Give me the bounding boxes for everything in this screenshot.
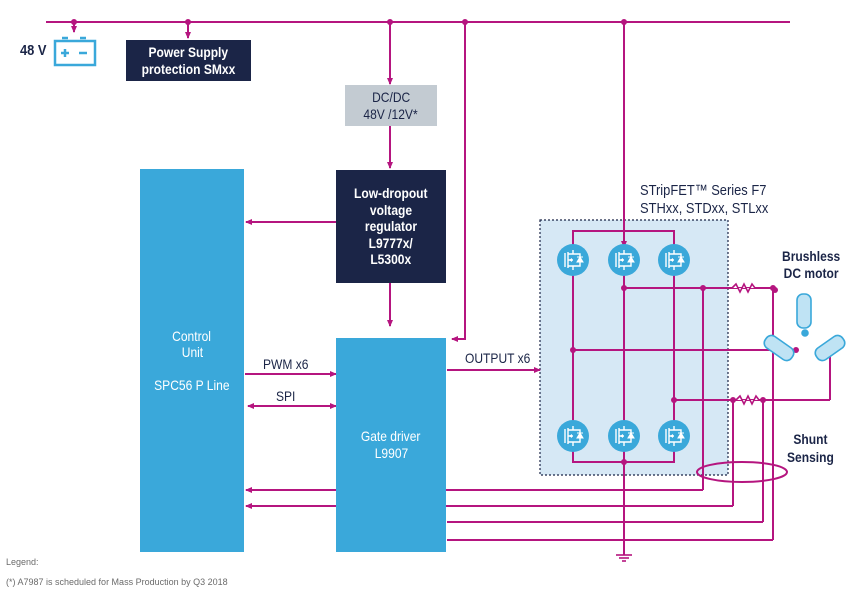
- legend-note: (*) A7987 is scheduled for Mass Producti…: [6, 577, 228, 587]
- supply-voltage-label: 48 V: [20, 42, 47, 59]
- stripfet-title: STripFET™ Series F7 STHxx, STDxx, STLxx: [640, 182, 768, 218]
- block-label: L5300x: [370, 251, 412, 268]
- shunt-label-line: Sensing: [787, 449, 834, 465]
- shunt-sensing-loop: [696, 461, 788, 483]
- block-label: Power Supply: [148, 43, 229, 60]
- control-unit-block[interactable]: Control Unit SPC56 P Line: [140, 169, 244, 552]
- mosfet-icon: [608, 420, 640, 452]
- block-label: DC/DC: [371, 88, 411, 105]
- block-label: 48V /12V*: [363, 105, 419, 122]
- block-label: Unit: [181, 344, 203, 361]
- ldo-regulator-block[interactable]: Low-dropout voltage regulator L9777x/ L5…: [336, 170, 446, 283]
- block-label: protection SMxx: [141, 60, 236, 77]
- dcdc-converter-block[interactable]: DC/DC 48V /12V*: [345, 85, 437, 126]
- spi-signal-label: SPI: [276, 388, 296, 404]
- shunt-label-line: Shunt: [793, 431, 828, 447]
- resistor-icon: [731, 282, 756, 294]
- shunt-sensing-label: Shunt Sensing: [787, 430, 834, 466]
- output-signal-label: OUTPUT x6: [465, 350, 531, 366]
- mosfet-icon: [557, 244, 589, 276]
- block-label: voltage regulator: [364, 201, 418, 235]
- power-supply-protection-block[interactable]: Power Supply protection SMxx: [126, 40, 251, 81]
- block-label: L9777x/: [368, 234, 414, 251]
- motor-label-line: DC motor: [783, 265, 839, 281]
- gate-driver-block[interactable]: Gate driver L9907: [336, 338, 446, 552]
- pwm-signal-label: PWM x6: [263, 356, 309, 372]
- mosfet-icon: [658, 244, 690, 276]
- block-label: Low-dropout: [354, 185, 428, 202]
- stripfet-series-label: STripFET™ Series F7: [640, 182, 767, 199]
- block-label: SPC56 P Line: [154, 376, 230, 393]
- legend-title: Legend:: [6, 557, 39, 567]
- resistor-icon: [735, 394, 760, 406]
- motor-windings-icon: [763, 293, 846, 362]
- block-label: Control: [172, 327, 212, 344]
- mosfet-icon: [557, 420, 589, 452]
- block-label: Gate driver: [361, 428, 421, 445]
- mosfet-icon: [658, 420, 690, 452]
- motor-label-line: Brushless: [782, 248, 841, 264]
- ground-icon: [616, 554, 632, 562]
- motor-label: Brushless DC motor: [782, 248, 840, 282]
- battery-icon: [53, 36, 97, 67]
- stripfet-parts-label: STHxx, STDxx, STLxx: [640, 200, 769, 217]
- block-label: L9907: [374, 445, 408, 461]
- mosfet-icon: [608, 244, 640, 276]
